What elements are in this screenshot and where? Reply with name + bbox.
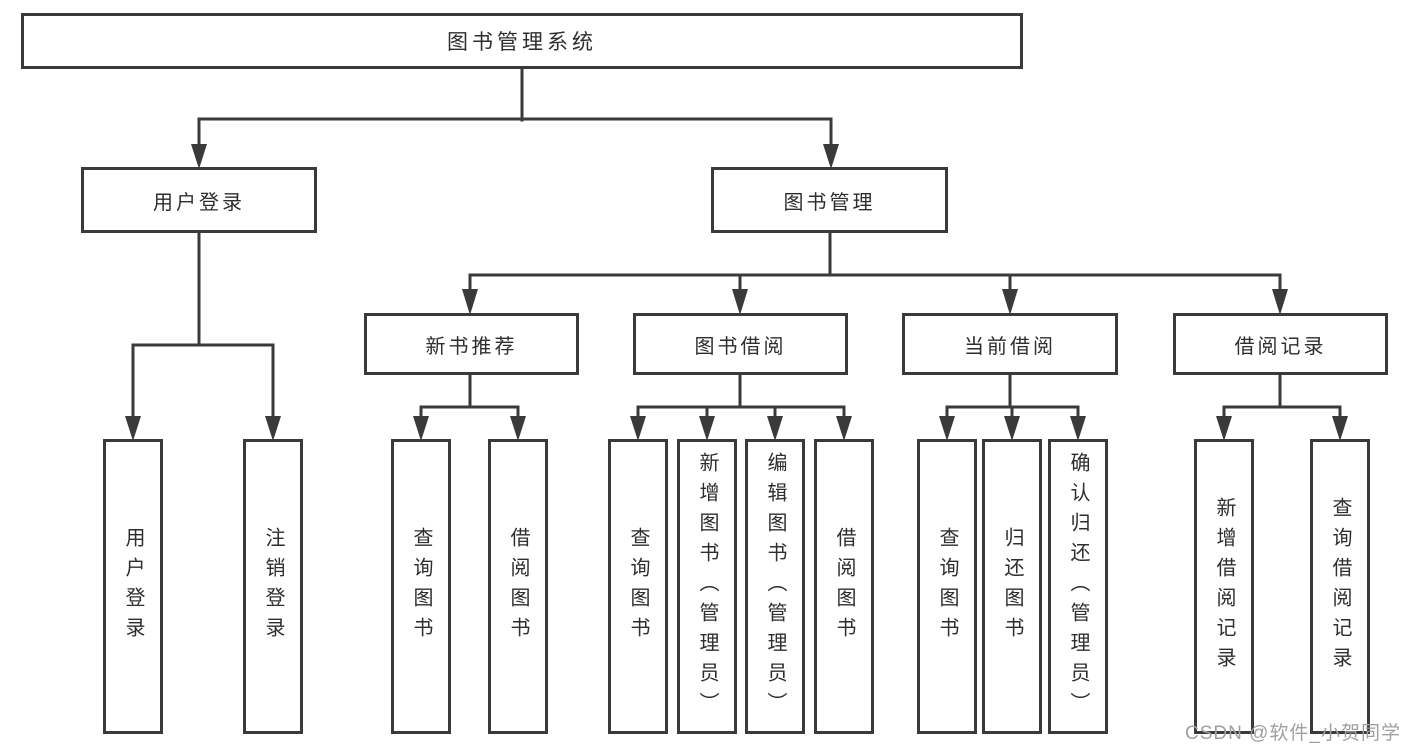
node-label: 图书管理系统 bbox=[447, 31, 597, 54]
node-label: 确认归还（管理员） bbox=[1067, 451, 1089, 722]
node-book-borrowing: 图书借阅 bbox=[633, 313, 848, 375]
arrowhead-icon bbox=[836, 416, 852, 441]
node-label: 借阅图书 bbox=[833, 526, 855, 647]
leaf-current-query-books: 查询图书 bbox=[917, 439, 977, 734]
arrowhead-icon bbox=[767, 416, 783, 441]
leaf-records-add-record: 新增借阅记录 bbox=[1194, 439, 1254, 734]
arrowhead-icon bbox=[1004, 416, 1020, 441]
node-label: 图书管理 bbox=[783, 191, 876, 214]
arrowhead-icon bbox=[1002, 289, 1018, 315]
node-label: 用户登录 bbox=[122, 526, 144, 647]
node-label: 归还图书 bbox=[1001, 526, 1023, 647]
node-label: 查询图书 bbox=[627, 526, 649, 647]
node-new-book-recommendation: 新书推荐 bbox=[364, 313, 579, 375]
leaf-borrow-query-books: 查询图书 bbox=[608, 439, 668, 734]
csdn-watermark: CSDN @软件_小贺同学 bbox=[1185, 723, 1401, 744]
node-book-management-branch: 图书管理 bbox=[711, 167, 948, 233]
leaf-current-return-books: 归还图书 bbox=[982, 439, 1042, 734]
node-label: 当前借阅 bbox=[964, 335, 1056, 358]
node-label: 借阅记录 bbox=[1234, 335, 1327, 358]
leaf-borrow-edit-books-admin: 编辑图书（管理员） bbox=[745, 439, 805, 734]
arrowhead-icon bbox=[1070, 416, 1086, 441]
leaf-rec-query-books: 查询图书 bbox=[391, 439, 451, 734]
arrowhead-icon bbox=[732, 289, 748, 315]
arrowhead-icon bbox=[1216, 416, 1232, 441]
node-library-management-system: 图书管理系统 bbox=[21, 13, 1023, 69]
node-label: 借阅图书 bbox=[507, 526, 529, 647]
arrowhead-icon bbox=[823, 144, 839, 169]
leaf-user-login: 用户登录 bbox=[103, 439, 163, 734]
leaf-borrow-borrow-books: 借阅图书 bbox=[814, 439, 874, 734]
node-label: 编辑图书（管理员） bbox=[764, 451, 786, 722]
node-label: 图书借阅 bbox=[694, 335, 787, 358]
node-label: 查询图书 bbox=[410, 526, 432, 647]
node-current-borrowing: 当前借阅 bbox=[902, 313, 1118, 375]
leaf-rec-borrow-books: 借阅图书 bbox=[488, 439, 548, 734]
leaf-logout: 注销登录 bbox=[243, 439, 303, 734]
node-label: 注销登录 bbox=[262, 526, 284, 647]
arrowhead-icon bbox=[510, 416, 526, 441]
arrowhead-icon bbox=[265, 416, 281, 441]
node-label: 新增图书（管理员） bbox=[696, 451, 718, 722]
arrowhead-icon bbox=[699, 416, 715, 441]
node-user-login-branch: 用户登录 bbox=[81, 167, 317, 233]
arrowhead-icon bbox=[125, 416, 141, 441]
node-label: 新书推荐 bbox=[425, 335, 518, 358]
node-label: 查询借阅记录 bbox=[1329, 496, 1351, 677]
arrowhead-icon bbox=[630, 416, 646, 441]
arrowhead-icon bbox=[1272, 289, 1288, 315]
leaf-current-confirm-return-admin: 确认归还（管理员） bbox=[1048, 439, 1108, 734]
node-label: 查询图书 bbox=[936, 526, 958, 647]
arrowhead-icon bbox=[939, 416, 955, 441]
arrowhead-icon bbox=[413, 416, 429, 441]
node-label: 用户登录 bbox=[153, 191, 245, 214]
arrowhead-icon bbox=[191, 144, 207, 169]
arrowhead-icon bbox=[1332, 416, 1348, 441]
leaf-borrow-add-books-admin: 新增图书（管理员） bbox=[677, 439, 737, 734]
leaf-records-query-record: 查询借阅记录 bbox=[1310, 439, 1370, 734]
arrowhead-icon bbox=[462, 289, 478, 315]
node-label: 新增借阅记录 bbox=[1213, 496, 1235, 677]
node-borrowing-records: 借阅记录 bbox=[1173, 313, 1388, 375]
